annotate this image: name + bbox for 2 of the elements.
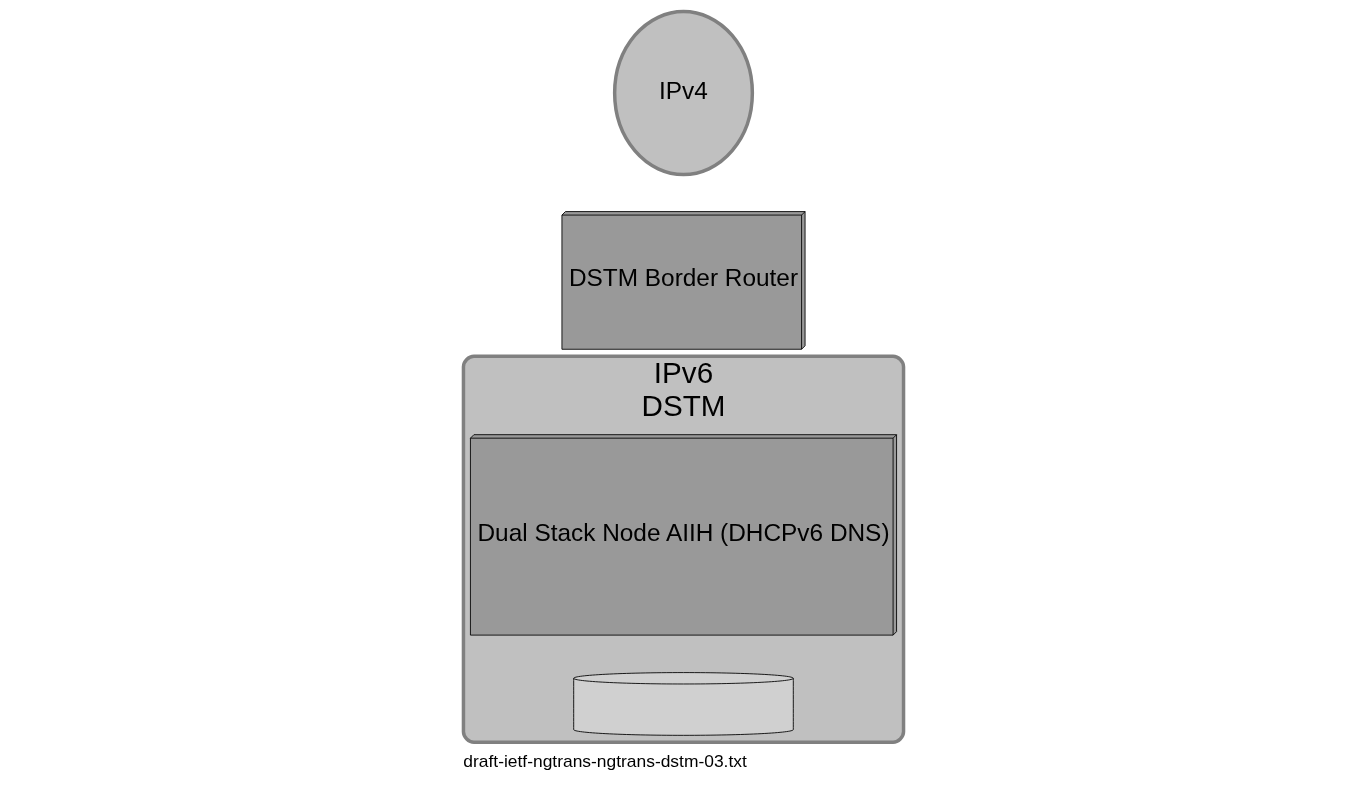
node-ellipse: IPv4 xyxy=(612,9,754,177)
caption: draft-ietf-ngtrans-ngtrans-dstm-03.txt xyxy=(462,750,747,771)
